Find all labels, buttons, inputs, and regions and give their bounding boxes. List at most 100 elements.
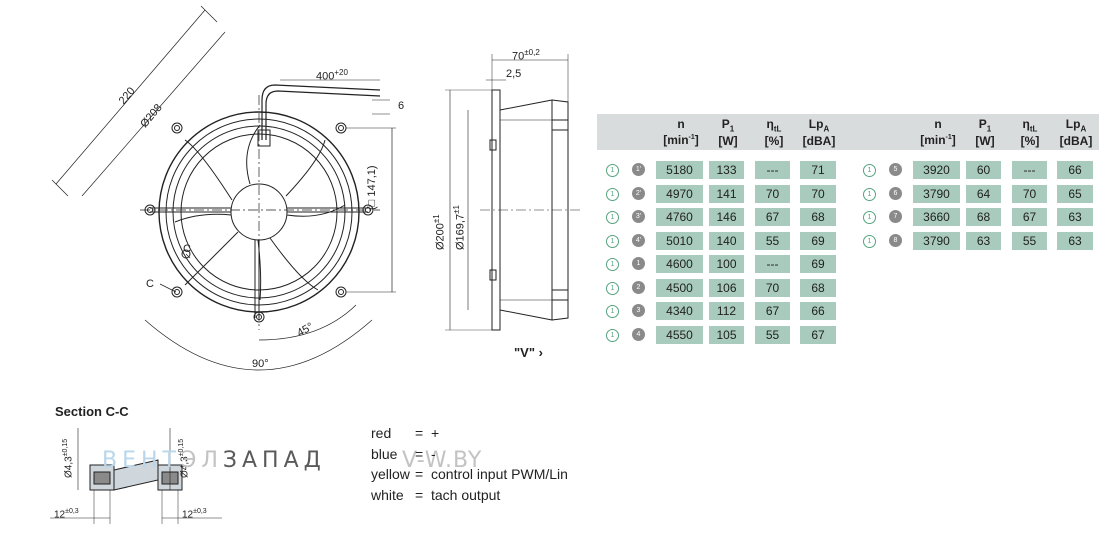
dim-width-70: 70±0,2 (512, 48, 540, 63)
table-cell-n: 4760 (656, 208, 703, 226)
table-cell-n: 3920 (913, 161, 960, 179)
row-marker-outline: 1 (863, 211, 876, 224)
row-marker-filled: 8 (889, 233, 902, 247)
dim-d169: Ø169,7±1 (452, 205, 467, 250)
table-cell-lp: 65 (1057, 184, 1093, 203)
table-header-band (597, 114, 1099, 150)
row-marker-filled: 7 (889, 210, 902, 223)
table-cell-p: 146 (709, 208, 744, 226)
table-cell-n: 4340 (656, 302, 703, 320)
label-c-1: C (146, 278, 154, 290)
dim-2-5: 2,5 (506, 68, 522, 80)
table-cell-eta: 55 (755, 325, 790, 344)
table-cell-n: 5010 (656, 231, 703, 250)
row-marker-outline: 1 (606, 234, 619, 248)
view-v-label: "V" › (514, 345, 543, 360)
row-marker-outline: 1 (606, 328, 619, 342)
legend-row-blue: blue=- (371, 446, 436, 462)
table-cell-p: 60 (966, 161, 1001, 179)
legend-row-white: white=tach output (371, 487, 501, 503)
dim-section-12-right: 12±0,3 (182, 508, 207, 521)
fan-front-view (51, 5, 396, 371)
row-marker-filled: 4' (632, 233, 645, 247)
table-cell-eta: 70 (1012, 184, 1047, 203)
table-cell-eta: --- (1012, 161, 1047, 179)
header-n-right: n[min-1] (920, 117, 956, 147)
table-cell-lp: 63 (1057, 231, 1093, 250)
table-cell-lp: 63 (1057, 208, 1093, 226)
row-marker-filled: 2' (632, 186, 645, 200)
header-p: P1[W] (718, 117, 738, 149)
table-cell-lp: 68 (800, 278, 836, 297)
section-title: Section C-C (55, 404, 129, 419)
row-marker-filled: 3' (632, 210, 645, 223)
row-marker-filled: 1' (632, 163, 645, 176)
table-cell-p: 63 (966, 231, 1001, 250)
row-marker-filled: 2 (632, 280, 645, 294)
table-cell-eta: 67 (755, 302, 790, 320)
row-marker-outline: 1 (606, 211, 619, 224)
row-marker-outline: 1 (606, 164, 619, 177)
table-cell-p: 100 (709, 255, 744, 273)
table-cell-lp: 67 (800, 325, 836, 344)
table-cell-p: 141 (709, 184, 744, 203)
row-marker-filled: 1 (632, 257, 645, 270)
table-cell-eta: --- (755, 161, 790, 179)
legend-row-red: red=+ (371, 425, 440, 441)
table-cell-n: 3790 (913, 184, 960, 203)
table-cell-n: 4600 (656, 255, 703, 273)
table-cell-n: 4550 (656, 325, 703, 344)
table-cell-lp: 66 (1057, 161, 1093, 179)
dim-147: (□ 147,1) (366, 165, 378, 210)
table-cell-eta: 70 (755, 184, 790, 203)
fan-side-view (445, 54, 580, 331)
table-cell-eta: 55 (755, 231, 790, 250)
row-marker-outline: 1 (606, 258, 619, 271)
row-marker-filled: 3 (632, 304, 645, 317)
table-cell-lp: 71 (800, 161, 836, 179)
table-cell-eta: 70 (755, 278, 790, 297)
header-eta-right: ηtL[%] (1020, 117, 1040, 149)
table-cell-eta: 55 (1012, 231, 1047, 250)
table-cell-p: 64 (966, 184, 1001, 203)
table-cell-p: 106 (709, 278, 744, 297)
table-cell-n: 4970 (656, 184, 703, 203)
row-marker-outline: 1 (863, 164, 876, 177)
row-marker-outline: 1 (606, 281, 619, 295)
section-cc-drawing (50, 428, 222, 524)
table-cell-p: 112 (709, 302, 744, 320)
table-cell-n: 3660 (913, 208, 960, 226)
dim-d200: Ø200±1 (432, 214, 447, 250)
row-marker-filled: 4 (632, 327, 645, 341)
table-cell-p: 133 (709, 161, 744, 179)
label-c-2: C (183, 243, 191, 255)
row-marker-outline: 1 (606, 305, 619, 318)
table-cell-lp: 66 (800, 302, 836, 320)
table-cell-n: 4500 (656, 278, 703, 297)
table-cell-n: 3790 (913, 231, 960, 250)
watermark-domain: V-W.BY (402, 448, 483, 473)
dim-6: 6 (398, 100, 405, 112)
row-marker-outline: 1 (863, 234, 876, 248)
table-cell-lp: 69 (800, 255, 836, 273)
table-cell-p: 105 (709, 325, 744, 344)
row-marker-outline: 1 (606, 187, 619, 201)
row-marker-outline: 1 (863, 187, 876, 201)
dim-section-12-left: 12±0,3 (54, 508, 79, 521)
header-eta: ηtL[%] (764, 117, 784, 149)
table-cell-p: 140 (709, 231, 744, 250)
table-cell-eta: 67 (755, 208, 790, 226)
table-cell-lp: 69 (800, 231, 836, 250)
table-cell-lp: 70 (800, 184, 836, 203)
table-cell-eta: 67 (1012, 208, 1047, 226)
header-lp: LpA[dBA] (802, 117, 836, 149)
table-cell-n: 5180 (656, 161, 703, 179)
legend-row-yellow: yellow=control input PWM/Lin (371, 466, 568, 482)
table-cell-p: 68 (966, 208, 1001, 226)
table-cell-lp: 68 (800, 208, 836, 226)
row-marker-filled: 5 (889, 163, 902, 176)
dim-angle-90: 90° (252, 358, 269, 370)
row-marker-filled: 6 (889, 186, 902, 200)
watermark: ВЕНТЭЛЗАПАД (102, 448, 326, 473)
header-p-right: P1[W] (975, 117, 995, 149)
